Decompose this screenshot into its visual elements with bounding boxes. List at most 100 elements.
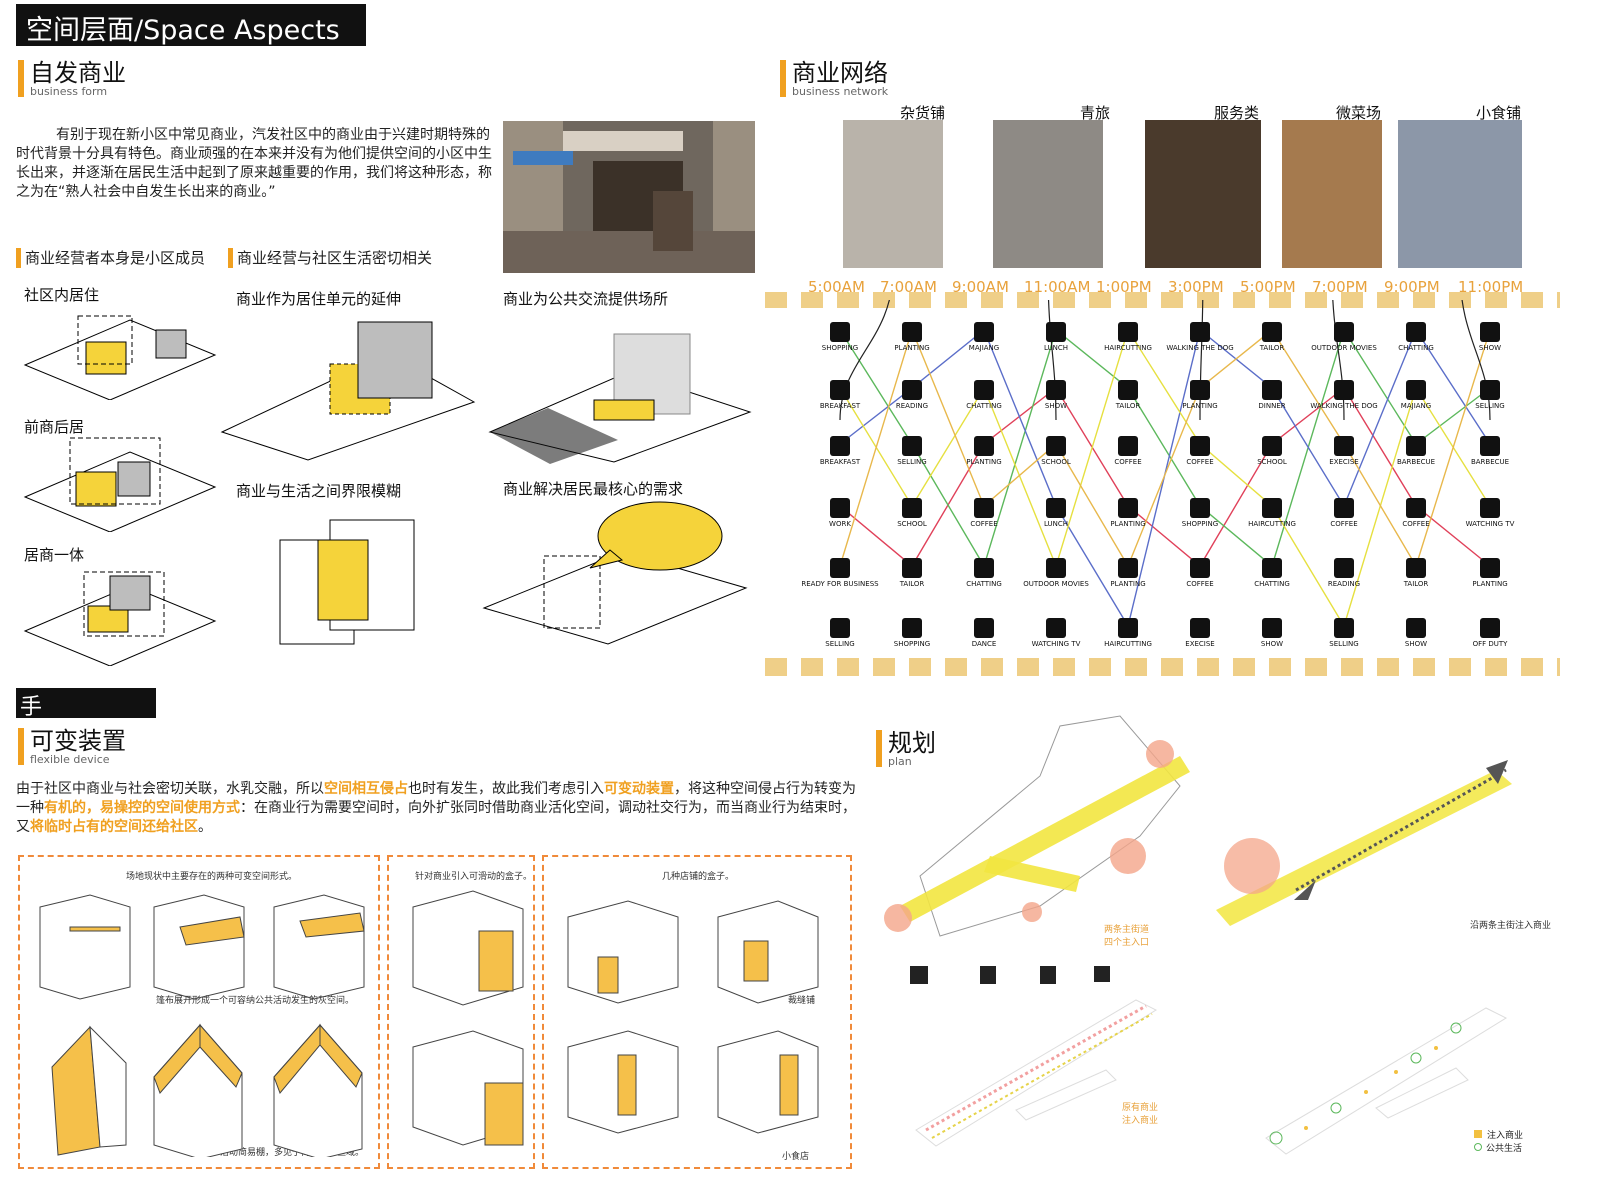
plan-legend-2a: 注入商业 (1474, 1130, 1523, 1143)
activity-icon (1046, 436, 1066, 456)
shop-connector-line (1332, 300, 1345, 421)
activity-label: COFFEE (970, 520, 998, 528)
shop-photo-hostel (993, 120, 1103, 268)
plan-diagram-main-streets (884, 715, 1190, 937)
activity-label: BARBECUE (1396, 458, 1436, 466)
activity-icon (1118, 436, 1138, 456)
activity-label: SHOW (1044, 402, 1068, 410)
activity-icon (1406, 558, 1426, 578)
timeline-top-bar (765, 292, 1560, 308)
iso-diagram-live-shop-integrated (23, 571, 217, 666)
activity-label: TAILOR (1403, 580, 1429, 588)
plan-note-streets: 两条主街道 四个主入口 (1104, 924, 1149, 950)
business-form-intro: 有别于现在新小区中常见商业，汽发社区中的商业由于兴建时期特殊的时代背景十分具有特… (16, 127, 492, 200)
activity-icon (830, 618, 850, 638)
activity-label: COFFEE (1402, 520, 1430, 528)
flexible-text-2: 也时有发生，故此我们考虑引入 (408, 781, 604, 797)
plan-legend-1b: 注入商业 (1122, 1116, 1159, 1126)
activity-label: COFFEE (1186, 580, 1214, 588)
page-header: 空间层面/Space Aspects (16, 4, 366, 46)
activity-icon (1262, 618, 1282, 638)
activity-label: SHOPPING (893, 640, 931, 648)
activity-label: CHATTING (966, 402, 1002, 410)
activity-icon (1334, 436, 1354, 456)
time-label: 7:00AM (880, 278, 937, 296)
activity-icon (830, 380, 850, 400)
iso-diagram-blurred-boundary (279, 519, 415, 645)
business-form-title-zh: 自发商业 (30, 59, 126, 87)
activity-icon (1406, 498, 1426, 518)
activity-label: SCHOOL (1257, 458, 1287, 466)
flexible-highlight-3: 有机的，易操控的空间使用方式 (44, 800, 240, 816)
diagram-label-3: 居商一体 (24, 546, 85, 564)
activity-icon (1480, 380, 1500, 400)
shop-photo-grocery (843, 120, 943, 268)
plan-note-2: 四个主入口 (1104, 938, 1150, 948)
activity-label: MAJIANG (968, 344, 1000, 352)
activity-label: OUTDOOR MOVIES (1311, 344, 1377, 352)
activity-icon (1334, 558, 1354, 578)
plan-title-en: plan (888, 755, 912, 768)
device-box-existing: 场地现状中主要存在的两种可变空间形式。 篷布展开形成一个可容纳公共活动发生的灰空… (18, 855, 380, 1169)
activity-label: SELLING (897, 458, 927, 466)
plan-title: 规划 plan (876, 730, 936, 767)
time-label: 1:00PM (1096, 278, 1152, 296)
network-line (839, 327, 1491, 568)
shop-photo-market (1282, 120, 1382, 268)
activity-icon (1480, 618, 1500, 638)
activity-label: BREAKFAST (819, 458, 861, 466)
activity-label: SHOPPING (821, 344, 859, 352)
activity-label: PLANTING (894, 344, 930, 352)
activity-label: WORK (829, 520, 851, 528)
flexible-text-3: ，将这种空间侵占行为转变为一种 (16, 781, 856, 816)
time-label: 3:00PM (1168, 278, 1224, 296)
activity-label: TAILOR (1115, 402, 1141, 410)
activity-label: CHATTING (966, 580, 1002, 588)
plan-legend-1a: 原有商业 (1122, 1103, 1159, 1113)
activity-label: WALKING THE DOG (1166, 344, 1234, 352)
time-label: 5:00PM (1240, 278, 1296, 296)
iso-diagram-live-in-community (23, 315, 217, 400)
flexible-highlight-4: 将临时占有的空间还给社区 (30, 819, 198, 835)
activity-icon (1046, 380, 1066, 400)
box3-shop-box-drawings (567, 900, 819, 1134)
box3-caption: 几种店铺的盒子。 (662, 872, 735, 882)
activity-icon (974, 558, 994, 578)
plan-diagram-public-life (1265, 1007, 1508, 1155)
activity-label: DANCE (971, 640, 997, 648)
plan-legend-2b-label: 公共生活 (1486, 1144, 1523, 1154)
activity-icon (1118, 618, 1138, 638)
box2-sliding-box-drawings (412, 890, 524, 1146)
plan-diagram-inject-commerce (1216, 760, 1512, 926)
activity-icon (1118, 380, 1138, 400)
activity-label: MAJIANG (1400, 402, 1432, 410)
activity-label: HAIRCUTTING (1248, 520, 1296, 528)
activity-icon (902, 498, 922, 518)
time-label: 11:00PM (1458, 278, 1524, 296)
activity-icon (830, 498, 850, 518)
activity-label: TAILOR (899, 580, 925, 588)
activity-label: READING (895, 402, 929, 410)
time-label: 5:00AM (808, 278, 865, 296)
diagram-label-2: 前商后居 (24, 418, 85, 436)
activity-label: DINNER (1258, 402, 1286, 410)
network-title-zh: 商业网络 (792, 59, 888, 87)
flexible-highlight-2: 可变动装置 (604, 781, 674, 797)
activity-label: READING (1327, 580, 1361, 588)
methods-header-title: 手法/Methods (20, 695, 144, 752)
shop-connector-line (1199, 300, 1204, 421)
plan-legend-1: 原有商业 注入商业 (1122, 1102, 1158, 1128)
diagram-label-4: 商业作为居住单元的延伸 (236, 290, 402, 308)
network-title: 商业网络 business network (780, 60, 888, 97)
diagram-label-7: 商业解决居民最核心的需求 (503, 480, 684, 498)
activity-icon (974, 436, 994, 456)
time-label: 11:00AM (1024, 278, 1091, 296)
iso-diagram-public-exchange (488, 333, 752, 464)
business-form-title-en: business form (30, 85, 108, 98)
activity-icon (902, 558, 922, 578)
activity-icon (902, 436, 922, 456)
activity-icon (1262, 436, 1282, 456)
activity-icon (1046, 498, 1066, 518)
activity-label: COFFEE (1330, 520, 1358, 528)
flexible-text-4: ：在商业行为需要空间时，向外扩张同时借助商业活化空间，调动社交行为，而当商业行为… (16, 800, 856, 835)
